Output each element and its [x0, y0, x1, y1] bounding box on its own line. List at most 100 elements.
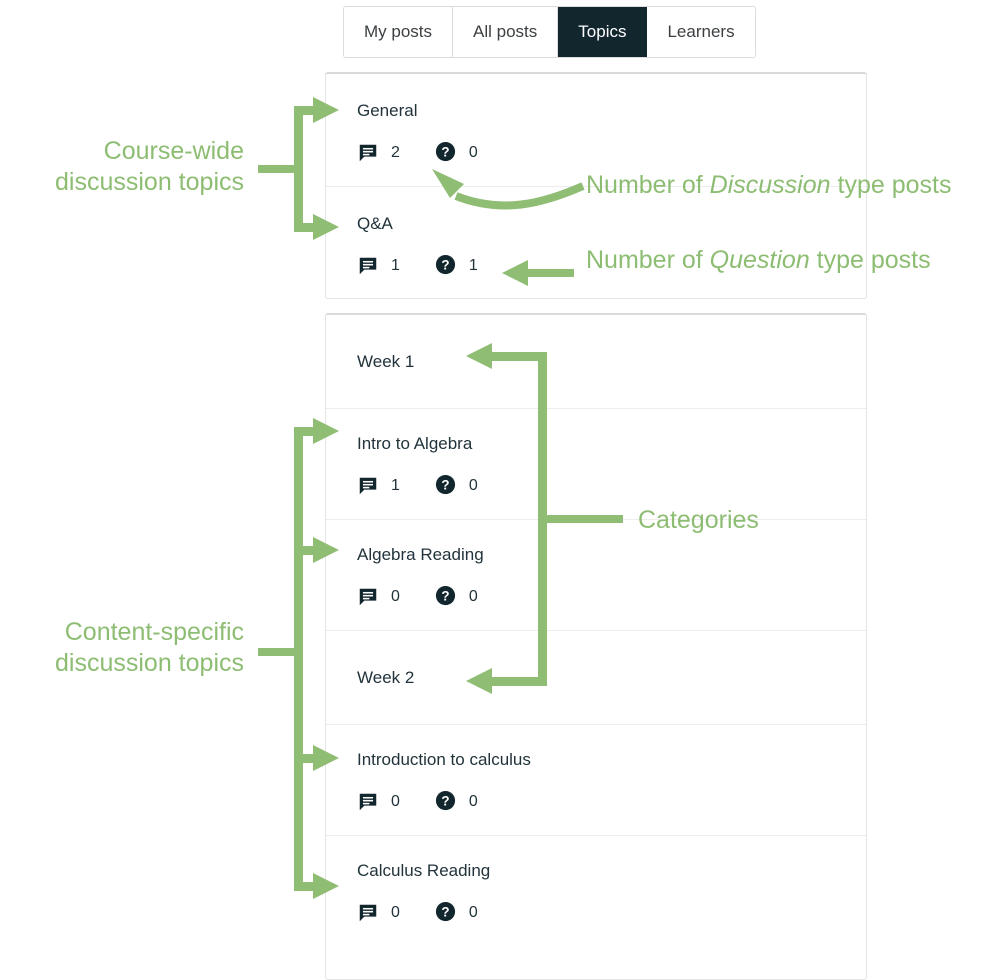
- categories-bracket-arm-week1: [492, 352, 547, 361]
- discussion-count-group: 0: [357, 586, 400, 608]
- category-row-week-1[interactable]: Week 1: [326, 315, 866, 409]
- categories-arrow-week-2: [466, 668, 492, 694]
- topic-row-algebra-reading[interactable]: Algebra Reading 0: [326, 520, 866, 631]
- tab-all-posts[interactable]: All posts: [453, 7, 559, 57]
- discussion-count-group: 0: [357, 902, 400, 924]
- content-specific-bracket-spine: [294, 427, 303, 891]
- course-wide-bracket-spine: [294, 106, 303, 232]
- course-wide-arrow-qa: [313, 214, 339, 240]
- topic-row-general[interactable]: General 2 ?: [326, 74, 866, 187]
- discussion-count-group: 1: [357, 475, 400, 497]
- discussion-count: 0: [391, 587, 400, 605]
- topic-title: Q&A: [357, 214, 393, 233]
- question-posts-arrow-head: [502, 260, 528, 286]
- content-specific-topics-panel: Week 1 Intro to Algebra 1: [325, 313, 867, 980]
- discussion-icon: [357, 475, 379, 497]
- category-title: Week 1: [357, 352, 415, 371]
- question-count: 0: [468, 792, 478, 810]
- discussion-count: 2: [391, 143, 400, 161]
- question-count-group: ? 0: [434, 790, 478, 813]
- course-wide-topics-panel: General 2 ?: [325, 72, 867, 299]
- question-count-group: ? 0: [434, 585, 478, 608]
- topic-counts: 1 ? 0: [357, 474, 866, 497]
- discussion-icon: [357, 142, 379, 164]
- annotation-course-wide-line1: Course-wide: [103, 137, 244, 165]
- topic-counts: 0 ? 0: [357, 585, 866, 608]
- discussion-count: 0: [391, 903, 400, 921]
- annotation-discussion-suffix: type posts: [830, 171, 952, 199]
- content-specific-bracket-arm-4: [294, 882, 316, 891]
- annotation-discussion-prefix: Number of: [586, 171, 710, 199]
- topic-title: General: [357, 101, 418, 120]
- topic-row-introduction-to-calculus[interactable]: Introduction to calculus 0: [326, 725, 866, 836]
- annotation-content-specific: Content-specific discussion topics: [0, 617, 244, 679]
- annotation-content-specific-line2: discussion topics: [55, 649, 244, 677]
- topic-title: Algebra Reading: [357, 545, 484, 564]
- annotation-discussion-posts: Number of Discussion type posts: [586, 170, 951, 201]
- discussion-count-group: 1: [357, 255, 400, 277]
- annotation-question-prefix: Number of: [586, 246, 710, 274]
- question-count: 0: [468, 476, 478, 494]
- question-icon: ?: [434, 141, 457, 164]
- content-specific-bracket-arm-1: [294, 427, 316, 436]
- question-icon: ?: [434, 254, 457, 277]
- question-count-group: ? 0: [434, 901, 478, 924]
- question-count: 0: [468, 903, 478, 921]
- annotation-question-suffix: type posts: [809, 246, 931, 274]
- discussion-count-group: 2: [357, 142, 400, 164]
- topic-counts: 2 ? 0: [357, 141, 866, 164]
- question-icon: ?: [434, 790, 457, 813]
- categories-bracket-arm-week2: [492, 677, 547, 686]
- discussion-posts-curved-arrow: [432, 169, 585, 210]
- topic-row-intro-to-algebra[interactable]: Intro to Algebra 1: [326, 409, 866, 520]
- discussion-count-group: 0: [357, 791, 400, 813]
- content-specific-bracket-arm-3: [294, 754, 316, 763]
- svg-text:?: ?: [441, 144, 449, 159]
- content-specific-bracket-arm-2: [294, 546, 316, 555]
- question-count-group: ? 1: [434, 254, 478, 277]
- question-count-group: ? 0: [434, 141, 478, 164]
- svg-text:?: ?: [441, 793, 449, 808]
- annotation-course-wide-line2: discussion topics: [55, 168, 244, 196]
- categories-bracket-spine: [538, 352, 547, 686]
- question-icon: ?: [434, 901, 457, 924]
- annotation-categories: Categories: [638, 506, 759, 534]
- topic-counts: 1 ? 1: [357, 254, 866, 277]
- discussion-icon: [357, 791, 379, 813]
- question-count: 0: [468, 143, 478, 161]
- topic-row-qa[interactable]: Q&A 1 ?: [326, 187, 866, 299]
- tab-my-posts[interactable]: My posts: [344, 7, 454, 57]
- categories-arrow-week-1: [466, 343, 492, 369]
- topic-counts: 0 ? 0: [357, 901, 866, 924]
- discussion-count: 1: [391, 476, 400, 494]
- course-wide-bracket-arm-bottom: [294, 223, 316, 232]
- svg-text:?: ?: [441, 257, 449, 272]
- annotation-content-specific-line1: Content-specific: [64, 618, 244, 646]
- question-icon: ?: [434, 585, 457, 608]
- svg-text:?: ?: [441, 588, 449, 603]
- content-specific-bracket-stub: [258, 648, 298, 656]
- category-row-week-2[interactable]: Week 2: [326, 631, 866, 725]
- discussion-icon: [357, 586, 379, 608]
- topic-row-calculus-reading[interactable]: Calculus Reading 0: [326, 836, 866, 946]
- discussion-count: 0: [391, 792, 400, 810]
- topic-title: Intro to Algebra: [357, 434, 473, 453]
- topic-title: Introduction to calculus: [357, 750, 531, 769]
- topics-tabbar: My posts All posts Topics Learners: [343, 6, 756, 58]
- topic-counts: 0 ? 0: [357, 790, 866, 813]
- categories-bracket-stub: [547, 515, 623, 523]
- question-count: 0: [468, 587, 478, 605]
- question-count-group: ? 0: [434, 474, 478, 497]
- svg-text:?: ?: [441, 477, 449, 492]
- tab-learners[interactable]: Learners: [647, 7, 755, 57]
- annotation-discussion-emphasis: Discussion: [709, 171, 831, 199]
- course-wide-arrow-general: [313, 97, 339, 123]
- annotation-course-wide: Course-wide discussion topics: [0, 136, 244, 198]
- discussion-icon: [357, 902, 379, 924]
- svg-text:?: ?: [441, 904, 449, 919]
- discussion-icon: [357, 255, 379, 277]
- annotation-question-posts: Number of Question type posts: [586, 245, 931, 276]
- tab-topics[interactable]: Topics: [558, 7, 648, 57]
- content-specific-arrow-algebra-reading: [313, 537, 339, 563]
- content-specific-arrow-introduction-to-calculus: [313, 745, 339, 771]
